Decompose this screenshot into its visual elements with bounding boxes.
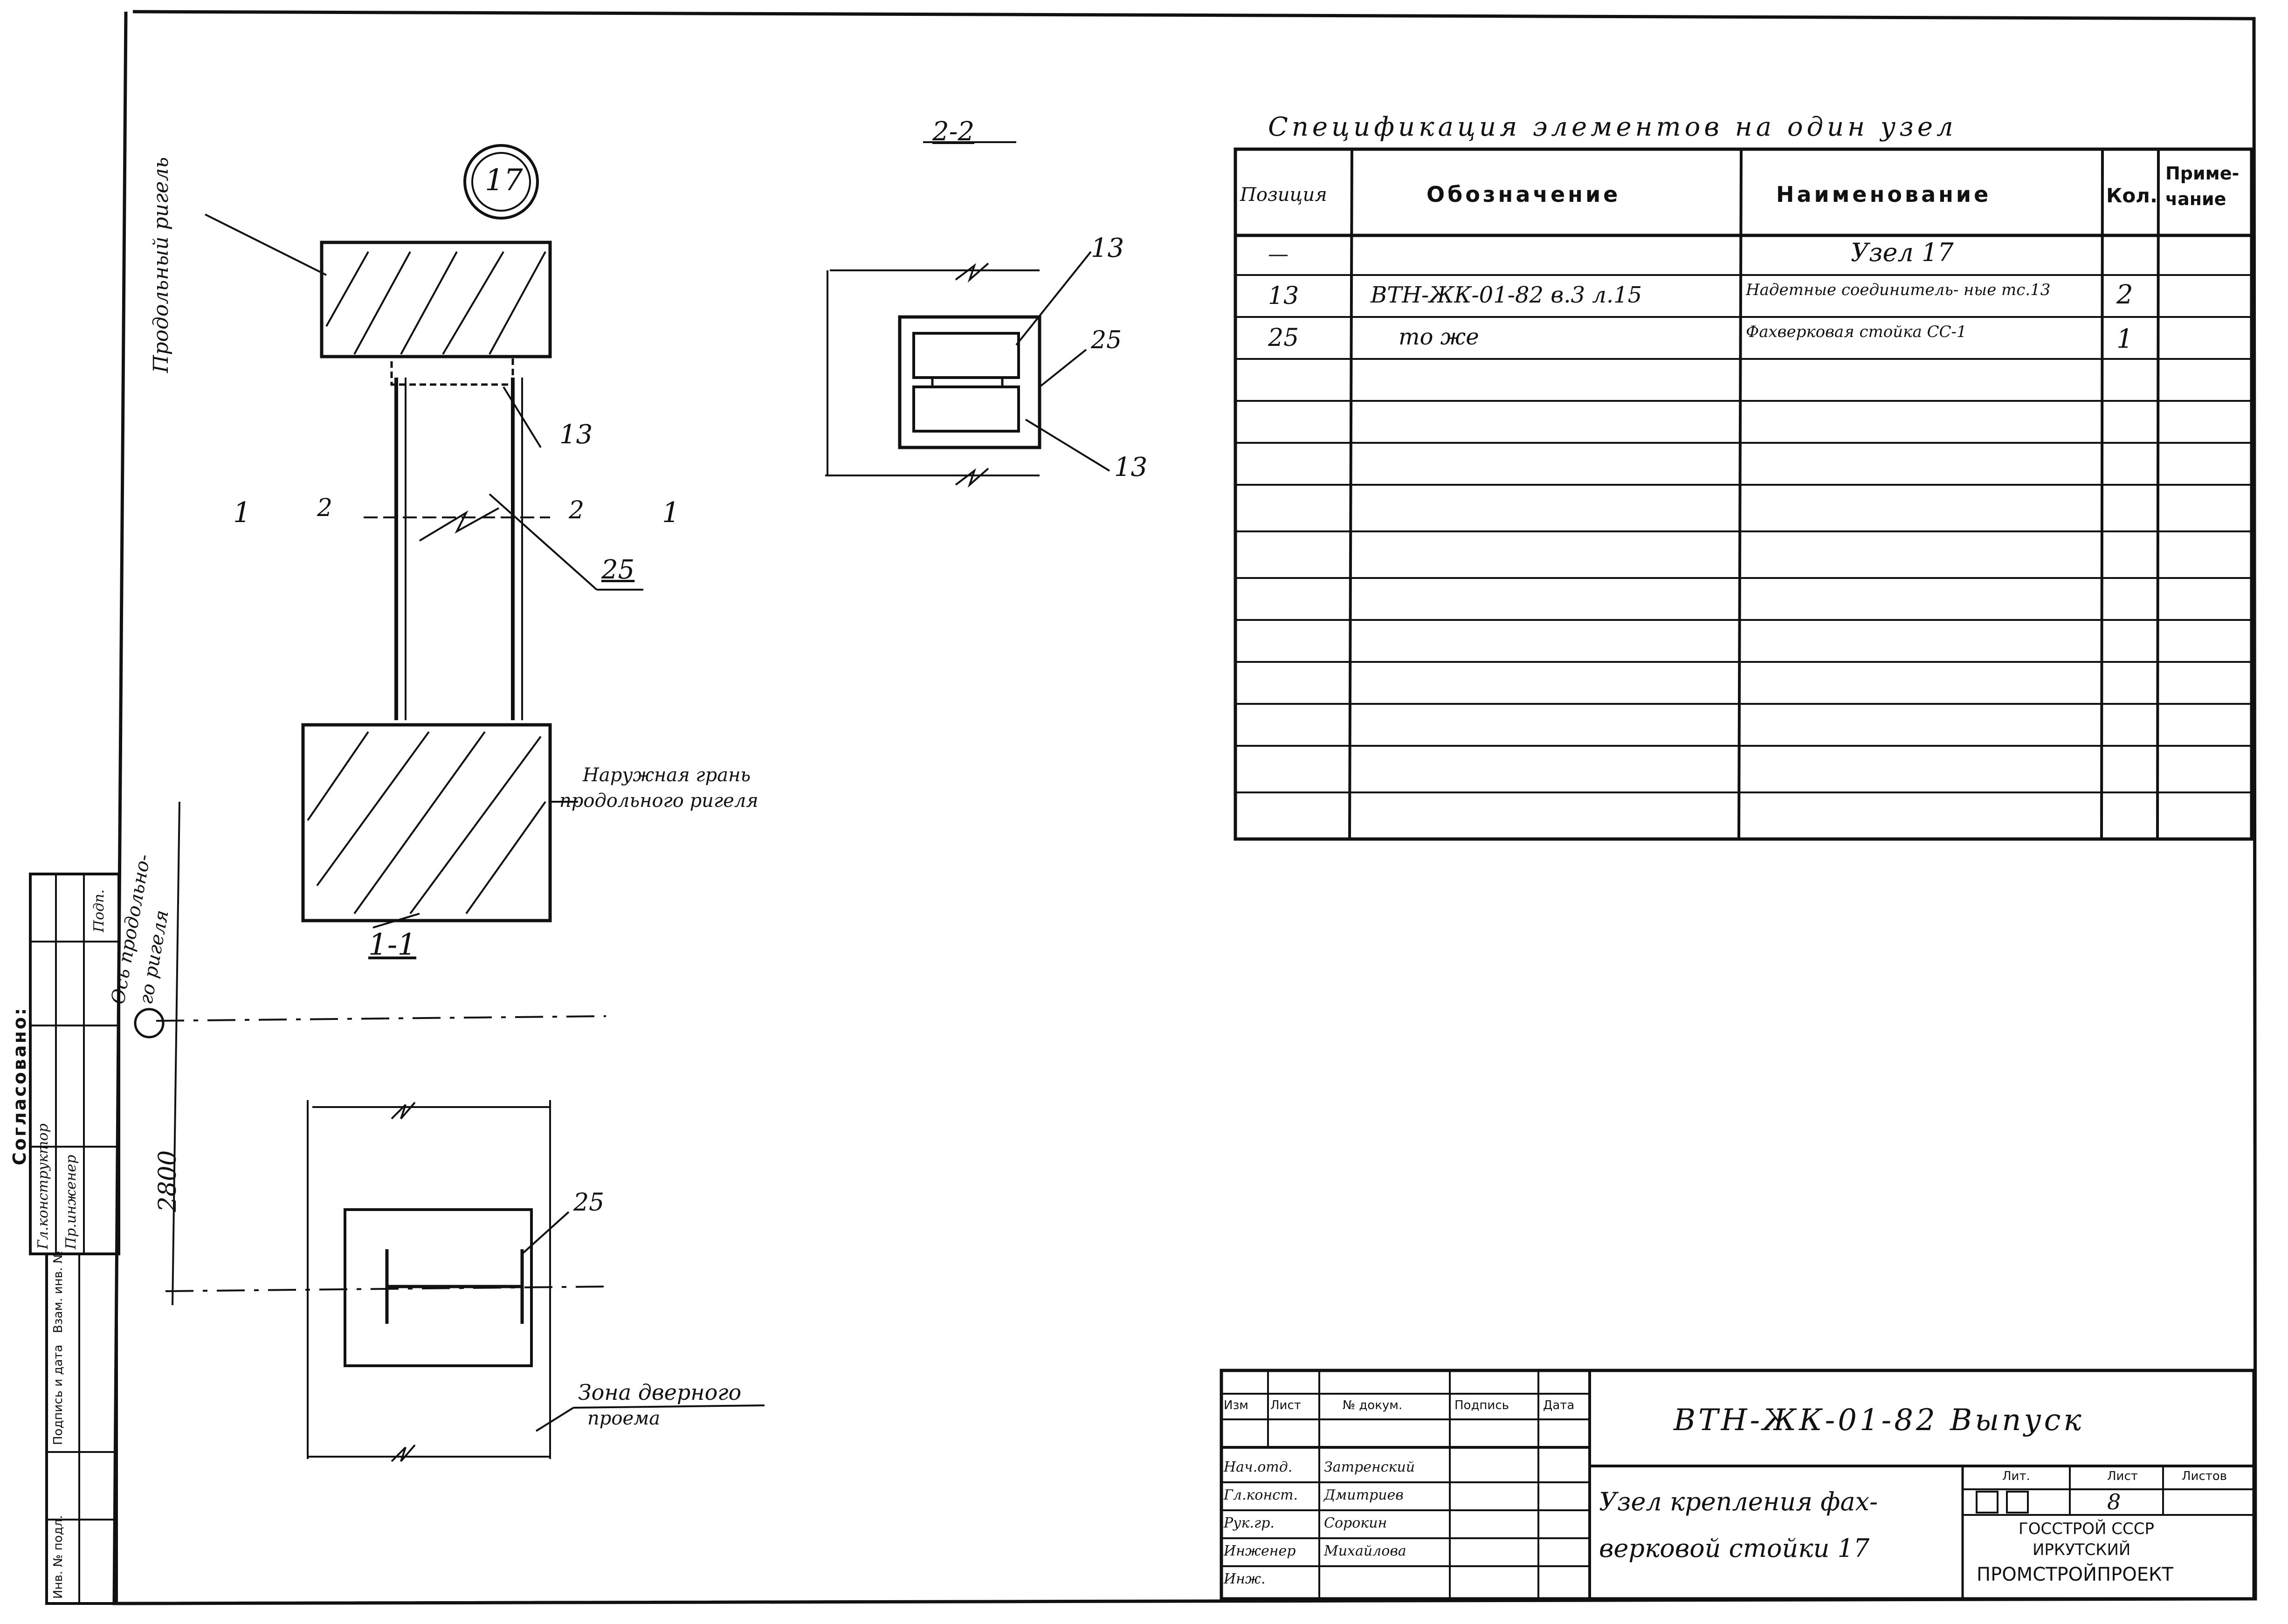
callout-13-a: 13	[559, 420, 593, 450]
label-outer-face-1: Наружная грань	[583, 764, 751, 786]
side-inv-2: Подпись и дата	[51, 1344, 65, 1445]
tb-role-4: Инженер	[1224, 1543, 1296, 1559]
node-17-detail	[134, 144, 643, 1306]
label-door-1: Зона дверного	[578, 1380, 742, 1405]
node-number: 17	[485, 163, 523, 198]
title-block-grid	[1220, 1369, 2256, 1601]
tb-col-podp: Подпись	[1454, 1398, 1509, 1412]
callout-25-a: 25	[601, 555, 635, 585]
row-2-qty: 2	[2116, 280, 2133, 310]
tb-role-1: Нач.отд.	[1224, 1459, 1293, 1475]
row-3-pos: 25	[1268, 324, 1299, 352]
side-inv-3: Взам. инв. №	[51, 1251, 65, 1333]
side-dept-1: Гл.конструктор	[35, 1123, 51, 1249]
row-2-name: Надетные соединитель- ные тс.13	[1746, 281, 2051, 299]
tb-col-izm: Изм	[1224, 1398, 1248, 1412]
row-1-name: Узел 17	[1851, 238, 1954, 267]
dim-2800: 2800	[154, 1150, 182, 1212]
row-3-designation: то же	[1399, 324, 1479, 350]
tb-col-list: Лист	[1270, 1398, 1301, 1412]
spec-table-grid	[1234, 147, 2254, 841]
section-1-1-label: 1-1	[368, 928, 417, 962]
tb-sheet-label: Лист	[2107, 1469, 2138, 1483]
tb-sheets-label: Листов	[2182, 1469, 2227, 1483]
tb-role-5: Инж.	[1224, 1571, 1266, 1587]
label-rigel: Продольный ригель	[149, 157, 173, 373]
section-2-2-label: 2-2	[932, 117, 975, 147]
tb-org-1: ГОССТРОЙ СССР	[2019, 1520, 2154, 1538]
tb-title-2: верковой стойки 17	[1599, 1534, 1870, 1563]
row-1-pos: —	[1268, 242, 1289, 266]
side-inv-1: Инв. № подл.	[51, 1515, 65, 1599]
callout-13-c: 13	[1114, 452, 1148, 482]
section-2-2	[825, 141, 1110, 488]
header-designation: Обозначение	[1427, 182, 1621, 207]
header-position: Позиция	[1240, 184, 1327, 206]
header-note-2: чание	[2165, 189, 2226, 209]
header-note-1: Приме-	[2165, 163, 2240, 184]
cut-mark-1-right: 1	[662, 496, 680, 529]
tb-name-2: Дмитриев	[1324, 1487, 1404, 1503]
side-dept-3: Подп.	[91, 889, 107, 932]
tb-name-3: Сорокин	[1324, 1515, 1387, 1531]
tb-role-3: Рук.гр.	[1224, 1515, 1275, 1531]
callout-13-b: 13	[1091, 233, 1124, 263]
cut-mark-2-right: 2	[569, 496, 585, 524]
row-3-name: Фахверковая стойка СС-1	[1746, 323, 1967, 341]
tb-sheet-value: 8	[2107, 1489, 2121, 1514]
cut-mark-1-left: 1	[233, 496, 251, 529]
spec-title: Спецификация элементов на один узел	[1268, 112, 1957, 142]
label-door-2: проема	[587, 1408, 661, 1429]
side-agreed: Согласовано:	[9, 1006, 30, 1165]
tb-stage-label: Лит.	[2002, 1469, 2030, 1483]
tb-doc-code: ВТН-ЖК-01-82 Выпуск	[1674, 1403, 2084, 1438]
header-qty: Кол.	[2106, 184, 2157, 207]
row-2-pos: 13	[1268, 282, 1299, 310]
row-3-qty: 1	[2116, 324, 2133, 354]
tb-org-2: ИРКУТСКИЙ	[2033, 1541, 2131, 1559]
tb-name-1: Затренский	[1324, 1459, 1415, 1475]
side-dept-2: Пр.инженер	[63, 1155, 79, 1249]
callout-25-b: 25	[1091, 326, 1122, 354]
tb-org-3: ПРОМСТРОЙПРОЕКТ	[1977, 1564, 2173, 1585]
cut-mark-2-left: 2	[317, 494, 333, 522]
door-zone-detail	[165, 1100, 765, 1462]
row-2-designation: ВТН-ЖК-01-82 в.3 л.15	[1371, 282, 1642, 308]
header-name: Наименование	[1776, 182, 1992, 207]
side-stamp-grid	[29, 873, 120, 1605]
tb-name-4: Михайлова	[1324, 1543, 1406, 1559]
label-outer-face-2: продольного ригеля	[559, 790, 758, 812]
tb-role-2: Гл.конст.	[1224, 1487, 1298, 1503]
tb-title-1: Узел крепления фах-	[1599, 1487, 1878, 1516]
tb-col-data: Дата	[1543, 1398, 1575, 1412]
tb-col-ndoc: № докум.	[1343, 1398, 1403, 1412]
callout-25-c: 25	[573, 1189, 605, 1217]
